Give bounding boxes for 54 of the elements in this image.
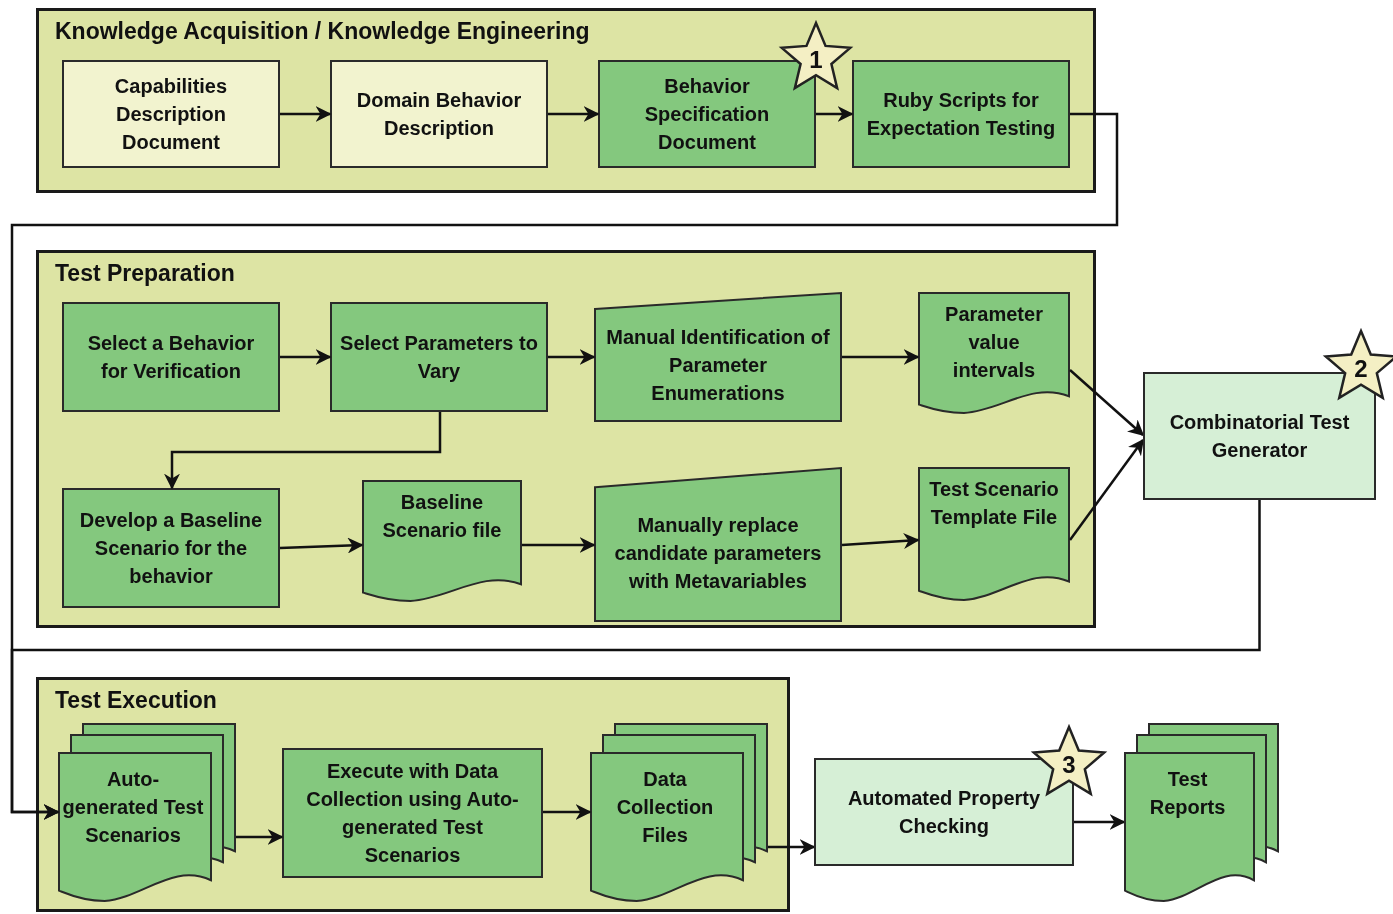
node-label: Auto-generated Test Scenarios	[62, 767, 204, 848]
node-label: Manually replace candidate parameters with Metavariables	[613, 512, 823, 594]
process-box	[330, 302, 548, 412]
band-title: Test Execution	[55, 686, 217, 715]
group-band	[36, 8, 1096, 193]
node-label: Select Parameters to Vary	[339, 331, 539, 384]
arrow	[548, 106, 600, 122]
process-box	[62, 60, 280, 168]
node-label: Develop a Baseline Scenario for the behavior	[78, 508, 264, 589]
arrow	[548, 349, 596, 365]
arrow	[522, 537, 596, 553]
node-label: Combinatorial Test Generator	[1168, 410, 1351, 463]
node-label: Parameter value intervals	[944, 302, 1044, 383]
arrow	[236, 829, 284, 845]
node-label: Ruby Scripts for Expectation Testing	[865, 88, 1057, 141]
band-title: Test Preparation	[55, 259, 235, 288]
group-band	[36, 677, 790, 912]
arrow	[816, 106, 854, 122]
process-box	[330, 60, 548, 168]
node-label: Domain Behavior Description	[355, 88, 523, 141]
node-label: Capabilities Description Document	[113, 74, 229, 155]
process-box	[282, 748, 543, 878]
group-band	[36, 250, 1096, 628]
arrow	[164, 412, 442, 490]
node-label: Data Collection Files	[615, 767, 715, 848]
process-box	[852, 60, 1070, 168]
arrow	[841, 532, 920, 549]
arrow	[1069, 438, 1144, 541]
node-label: Manual Identification of Parameter Enumerations	[605, 325, 831, 406]
process-box	[62, 302, 280, 412]
star-number: 3	[1062, 753, 1076, 777]
node-label: Execute with Data Collection using Auto-generated Test Scenarios	[305, 759, 520, 868]
arrow	[543, 804, 592, 820]
star-number: 2	[1354, 357, 1368, 381]
process-box	[62, 488, 280, 608]
process-box	[814, 758, 1074, 866]
arrow	[10, 500, 1261, 820]
manual-input-shape	[594, 467, 842, 622]
arrow	[279, 537, 364, 554]
band-title: Knowledge Acquisition / Knowledge Engineering	[55, 17, 590, 46]
arrow	[1069, 369, 1145, 437]
node-label: Test Reports	[1148, 767, 1227, 820]
node-label: Baseline Scenario file	[381, 490, 503, 543]
arrow	[842, 349, 920, 365]
arrow	[1074, 814, 1126, 830]
node-label: Automated Property Checking	[846, 786, 1042, 839]
arrow	[768, 839, 816, 855]
arrow	[280, 106, 332, 122]
node-label: Select a Behavior for Verification	[86, 331, 256, 384]
node-label: Behavior Specification Document	[643, 74, 771, 155]
arrow	[280, 349, 332, 365]
manual-input-shape	[594, 292, 842, 422]
node-label: Test Scenario Template File	[928, 477, 1060, 530]
star-number: 1	[809, 48, 823, 72]
